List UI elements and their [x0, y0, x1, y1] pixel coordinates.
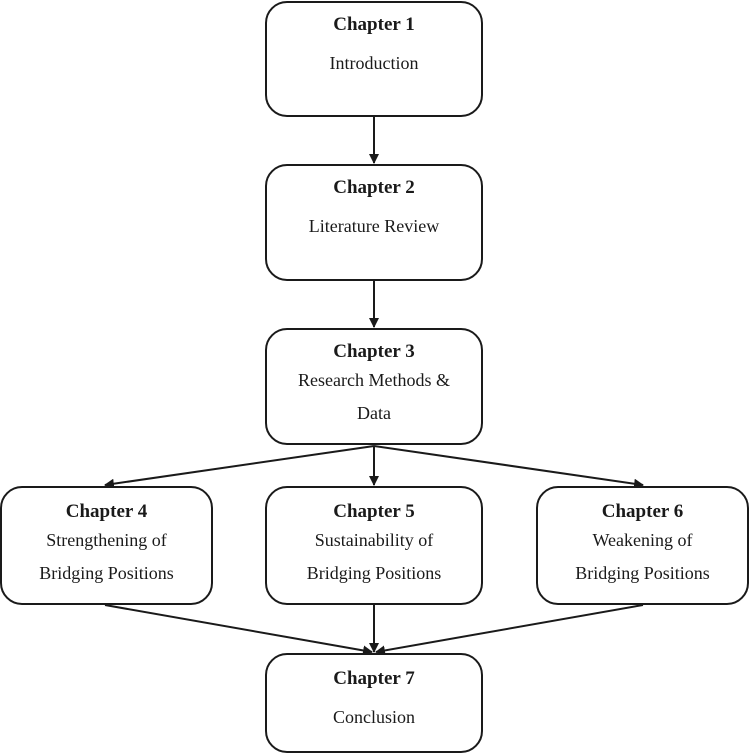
node-label: Weakening of [592, 530, 693, 550]
node-title: Chapter 2 [333, 177, 415, 198]
node-chapter-3: Chapter 3 Research Methods & Data [265, 328, 483, 445]
edge-ch3-ch6 [373, 445, 644, 489]
node-label: Bridging Positions [575, 563, 710, 583]
node-label: Bridging Positions [306, 563, 442, 583]
node-title: Chapter 7 [333, 668, 415, 689]
node-label: Strengthening of [46, 530, 167, 550]
edge-ch6-ch7 [375, 604, 644, 656]
edge-ch4-ch7 [104, 604, 373, 656]
node-label: Data [357, 403, 391, 423]
node-title: Chapter 5 [333, 501, 415, 522]
node-label: Literature Review [308, 216, 440, 236]
node-chapter-2: Chapter 2 Literature Review [265, 164, 483, 281]
node-chapter-6: Chapter 6 Weakening of Bridging Position… [536, 486, 749, 605]
node-label: Conclusion [332, 707, 415, 727]
node-title: Chapter 4 [65, 501, 148, 522]
node-label: Research Methods & [298, 370, 450, 390]
edge-ch3-ch4 [104, 445, 375, 489]
node-title: Chapter 1 [333, 14, 415, 35]
node-chapter-1: Chapter 1 Introduction [265, 1, 483, 117]
node-chapter-7: Chapter 7 Conclusion [265, 653, 483, 753]
node-label: Introduction [329, 53, 419, 73]
node-title: Chapter 3 [333, 341, 415, 362]
node-label: Sustainability of [314, 530, 434, 550]
node-label: Bridging Positions [39, 563, 174, 583]
node-chapter-5: Chapter 5 Sustainability of Bridging Pos… [265, 486, 483, 605]
node-title: Chapter 6 [601, 501, 684, 522]
node-chapter-4: Chapter 4 Strengthening of Bridging Posi… [0, 486, 213, 605]
